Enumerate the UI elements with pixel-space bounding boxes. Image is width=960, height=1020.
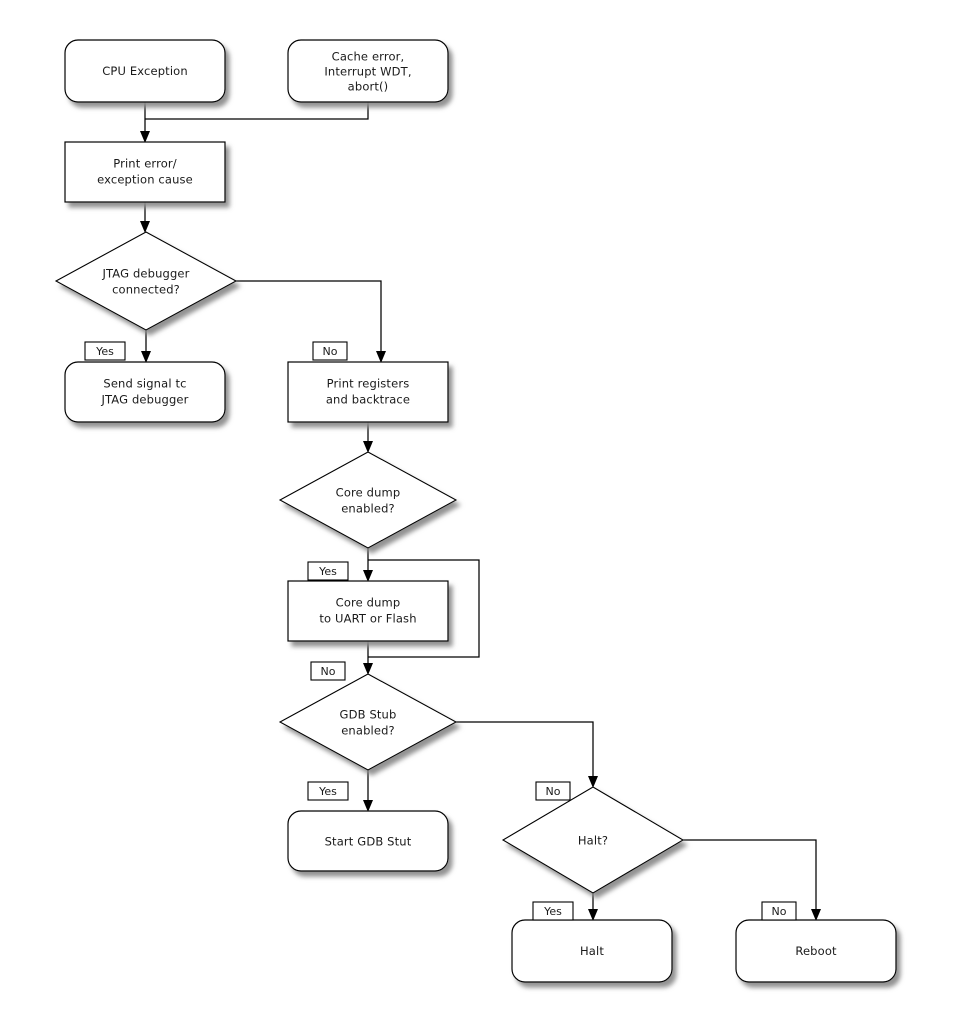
node-label-reboot: Reboot [795, 944, 837, 958]
node-jtag-debugger-connected[interactable]: JTAG debugger connected? [54, 231, 238, 331]
arrow-head-icon [363, 800, 373, 812]
node-label-print-error-line2: exception cause [97, 173, 193, 187]
node-label-gdb-stub-enabled-line2: enabled? [341, 724, 395, 738]
edge-print-to-jtag [140, 202, 150, 233]
arrow-head-icon [811, 909, 821, 921]
edge-coredump-to-gdb-question [363, 641, 373, 675]
edge-coredump-question-yes-coredump [363, 548, 373, 582]
arrow-head-icon [588, 909, 598, 921]
edge-label-text-halt-yes: Yes [543, 905, 562, 918]
edge-print-registers-to-coredump-question [363, 422, 373, 453]
arrow-head-icon [363, 663, 373, 675]
node-core-dump[interactable]: Core dump to UART or Flash [287, 580, 449, 642]
node-label-start-gdb-stub: Start GDB Stut [325, 835, 412, 849]
edge-label-text-coredump-no: No [321, 665, 336, 678]
arrow-head-icon [376, 351, 386, 363]
edge-label-gdb-yes: Yes [307, 781, 349, 801]
node-label-jtag-line1: JTAG debugger [101, 267, 189, 281]
node-label-print-error-line1: Print error/ [113, 157, 177, 171]
node-cpu-exception[interactable]: CPU Exception [64, 39, 226, 103]
edge-halt-question-yes-halt [588, 893, 598, 921]
node-print-registers[interactable]: Print registers and backtrace [287, 361, 449, 423]
edge-jtag-no-print-registers [236, 280, 386, 363]
nodes-layer: CPU Exception Cache error, Interrupt WDT… [54, 39, 897, 983]
node-send-signal-jtag[interactable]: Send signal tc JTAG debugger [64, 361, 226, 423]
edge-label-text-jtag-yes: Yes [95, 345, 114, 358]
arrow-head-icon [588, 776, 598, 788]
edge-label-text-halt-no: No [772, 905, 787, 918]
node-label-gdb-stub-enabled-line1: GDB Stub [340, 708, 397, 722]
node-cache-error[interactable]: Cache error, Interrupt WDT, abort() [287, 39, 449, 103]
node-halt[interactable]: Halt [511, 919, 673, 983]
edge-label-halt-yes: Yes [532, 901, 574, 921]
edge-label-jtag-yes: Yes [84, 341, 126, 361]
edge-cache-to-print [145, 102, 369, 120]
node-gdb-stub-enabled[interactable]: GDB Stub enabled? [278, 673, 458, 771]
node-label-cache-error-line2: Interrupt WDT, [324, 65, 411, 79]
edge-labels-layer: Yes No Yes No Yes No Yes No [84, 341, 797, 921]
edge-label-text-gdb-yes: Yes [318, 785, 337, 798]
arrow-head-icon [141, 351, 151, 363]
edge-label-gdb-no: No [535, 781, 571, 801]
arrow-head-icon [363, 570, 373, 582]
node-reboot[interactable]: Reboot [735, 919, 897, 983]
node-label-cache-error-line3: abort() [348, 80, 389, 94]
edge-cpu-to-print [140, 102, 150, 143]
node-label-jtag-line2: connected? [112, 283, 180, 297]
node-core-dump-enabled[interactable]: Core dump enabled? [278, 451, 458, 549]
arrow-head-icon [363, 441, 373, 453]
node-label-halt-question: Halt? [578, 834, 608, 848]
edges-layer [140, 102, 821, 921]
node-halt-question[interactable]: Halt? [501, 786, 685, 894]
edge-gdb-question-yes-start-gdb [363, 770, 373, 812]
edge-halt-question-no-reboot [683, 839, 821, 921]
edge-label-jtag-no: No [312, 341, 348, 361]
edge-coredump-question-no-bypass [368, 559, 480, 658]
node-label-core-dump-enabled-line2: enabled? [341, 502, 395, 516]
arrow-head-icon [140, 221, 150, 233]
node-label-core-dump-enabled-line1: Core dump [336, 486, 401, 500]
edge-label-text-gdb-no: No [546, 785, 561, 798]
node-label-print-registers-line1: Print registers [327, 377, 410, 391]
node-print-error[interactable]: Print error/ exception cause [64, 141, 226, 203]
edge-label-text-jtag-no: No [323, 345, 338, 358]
edge-label-coredump-yes: Yes [307, 561, 349, 581]
edge-label-coredump-no: No [310, 661, 346, 681]
node-label-halt: Halt [580, 944, 604, 958]
node-label-core-dump-line1: Core dump [336, 596, 401, 610]
edge-gdb-question-no-halt-question [456, 721, 598, 788]
node-label-print-registers-line2: and backtrace [326, 393, 410, 407]
node-label-cache-error-line1: Cache error, [332, 50, 405, 64]
node-label-send-signal-line2: JTAG debugger [100, 393, 188, 407]
node-label-send-signal-line1: Send signal tc [103, 377, 186, 391]
arrow-head-icon [140, 131, 150, 143]
edge-jtag-yes-send-signal [141, 330, 151, 363]
edge-label-halt-no: No [761, 901, 797, 921]
node-start-gdb-stub[interactable]: Start GDB Stut [287, 810, 449, 872]
node-label-core-dump-line2: to UART or Flash [319, 612, 416, 626]
node-label-cpu-exception: CPU Exception [102, 64, 188, 78]
edge-label-text-coredump-yes: Yes [318, 565, 337, 578]
